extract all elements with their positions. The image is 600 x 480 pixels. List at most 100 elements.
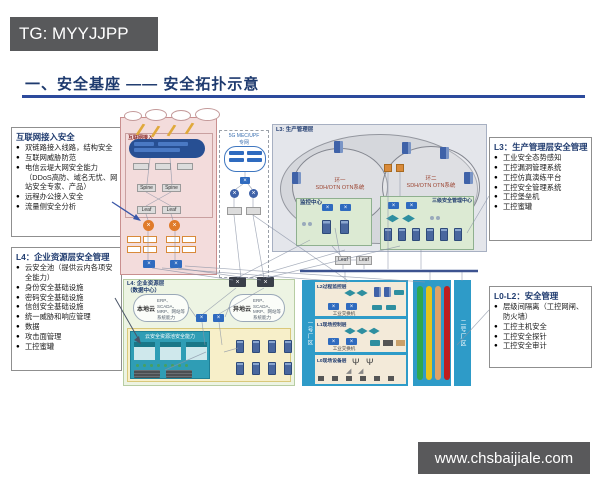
- switch-icon: ×: [322, 204, 333, 211]
- server-icon: [340, 220, 349, 234]
- bullet-text: 密码安全基础设施: [25, 292, 84, 302]
- plant1-label: 一号厂区: [304, 282, 315, 384]
- switch-icon: ×: [213, 314, 224, 322]
- ring1-name: 环一: [334, 178, 346, 184]
- server-icon: [398, 228, 406, 241]
- bullet-item: ●工控蜜罐: [16, 342, 118, 352]
- band-l1-label: L1现场控制层: [317, 323, 347, 328]
- panel-l4-bullets: ●云安全池（提供云内各项安全能力）●身份安全基础设施●密码安全基础设施●信创安全…: [16, 263, 118, 352]
- bullet-item: ●工控蜜罐: [494, 202, 588, 212]
- upf-device-icon: [246, 207, 261, 215]
- server-icon: [268, 340, 276, 353]
- access-device-icon: [166, 236, 180, 243]
- bullet-text: 数据: [25, 322, 40, 332]
- panel-l4: L4：企业资源层安全管理 ●云安全池（提供云内各项安全能力）●身份安全基础设施●…: [11, 247, 122, 371]
- bullet-dot-icon: ●: [494, 183, 498, 191]
- bullet-dot-icon: ●: [494, 342, 498, 350]
- field-device-icon: [374, 376, 380, 381]
- watermark-url: www.chsbaijiale.com: [418, 442, 590, 474]
- band-l2-label: L2过程监控层: [317, 285, 347, 290]
- plant2-box: 二号厂区: [454, 280, 471, 386]
- industrial-switch-label: 工业交换机: [332, 346, 356, 351]
- cloud-bar-icon: [247, 158, 262, 162]
- monitor-center-label: 监控中心: [300, 200, 323, 206]
- cloud-security-pool-title: 云安全资源池安全能力: [144, 334, 195, 340]
- bullet-text: 层级间隔离（工控网闸、防火墙）: [503, 302, 584, 321]
- status-dot-icon: [302, 222, 306, 226]
- bullet-item: ●工控安全管理系统: [494, 183, 588, 193]
- switch-icon: ×: [196, 314, 207, 322]
- red-bar: [444, 286, 450, 380]
- zone-enterprise-label: L4: 企业资源层 （数据中心）: [127, 281, 164, 295]
- pool-dot-icon: [185, 364, 188, 367]
- pool-dot-icon: [164, 364, 167, 367]
- pool-dot-icon: [157, 364, 160, 367]
- bullet-item: ●层级间隔离（工控网闸、防火墙）: [494, 302, 588, 322]
- edge-device-icon: [155, 163, 171, 170]
- rack-icon: [166, 370, 192, 378]
- bullet-text: 流量侧安全分析: [25, 202, 77, 212]
- watermark-tag-text: TG: MYYJJPP: [19, 24, 129, 43]
- bullet-item: ●信创安全基础设施: [16, 302, 118, 312]
- page-title: 一、安全基座 —— 安全拓扑示意: [25, 76, 260, 93]
- watermark-url-text: www.chsbaijiale.com: [434, 449, 574, 467]
- field-device-icon: [318, 376, 324, 381]
- panel-l0l2-title: L0-L2：安全管理: [494, 291, 559, 301]
- spine-switch: Spine: [137, 184, 156, 192]
- bullet-dot-icon: ●: [16, 264, 20, 272]
- industrial-switch-label: 工业交换机: [332, 311, 356, 316]
- bullet-dot-icon: ●: [16, 293, 20, 301]
- bullet-dot-icon: ●: [16, 163, 20, 171]
- tan-bar: [435, 286, 441, 380]
- ring-junction-icon: [384, 164, 392, 172]
- bullet-item: ●互联网威胁防范: [16, 153, 118, 163]
- bullet-dot-icon: ●: [494, 203, 498, 211]
- industrial-switch-icon: ×: [346, 338, 357, 345]
- bullet-item: ●身份安全基础设施: [16, 283, 118, 293]
- bullet-dot-icon: ●: [16, 342, 20, 350]
- bullet-text: 云安全池（提供云内各项安全能力）: [25, 263, 113, 282]
- bullet-item: ●工控漏洞管理系统: [494, 163, 588, 173]
- bullet-text: 信创安全基础设施: [25, 302, 84, 312]
- field-device-icon: [360, 376, 366, 381]
- band-divider: [315, 316, 406, 319]
- switch-icon: ×: [406, 202, 417, 209]
- server-icon: [284, 340, 292, 353]
- bullet-text: 工控漏洞管理系统: [503, 162, 562, 172]
- panel-internet-access: 互联网接入安全 ●双链路接入线路，结构安全●互联网威胁防范●电信云堤大网安全能力…: [11, 127, 122, 237]
- field-device-icon: [332, 376, 338, 381]
- cloud-bar-icon: [134, 142, 154, 146]
- leaf-switch: Leaf: [356, 256, 372, 265]
- server-icon: [384, 228, 392, 241]
- bullet-item: ●工业安全态势感知: [494, 153, 588, 163]
- plc-device-icon: [396, 340, 405, 346]
- pool-dot-icon: [171, 364, 174, 367]
- bullet-dot-icon: ●: [16, 193, 20, 201]
- bullet-text: 统一威胁和响应管理: [25, 312, 91, 322]
- ring-node-icon: [464, 172, 473, 184]
- local-cloud-label: 本地云: [137, 307, 156, 313]
- bullet-item: ● 电信云堤大网安全能力（DDoS高防、域名无忧、网站安全专家、产品）: [16, 163, 118, 193]
- rack-icon: [134, 370, 160, 378]
- remote-cloud-label: 异地云: [233, 307, 252, 313]
- router-icon: ×: [169, 220, 180, 231]
- server-icon: [236, 362, 244, 375]
- band-l0-label: L0现场设备层: [317, 359, 347, 364]
- bullet-text: 工控安全探针: [503, 331, 547, 341]
- edge-device-icon: [177, 163, 193, 170]
- industrial-switch-icon: ×: [328, 303, 339, 310]
- bullet-dot-icon: ●: [494, 193, 498, 201]
- ring-node-icon: [440, 147, 449, 159]
- bullet-item: ●攻击面管理: [16, 332, 118, 342]
- bullet-text: 工控堡垒机: [503, 192, 540, 202]
- device-chip-icon: [386, 305, 396, 310]
- bullet-dot-icon: ●: [494, 154, 498, 162]
- server-icon: [426, 228, 434, 241]
- zone-production-label: L3: 生产管理层: [276, 127, 314, 133]
- bullet-dot-icon: ●: [16, 203, 20, 211]
- cloud-bar-icon: [158, 142, 188, 146]
- ring-node-icon: [292, 172, 301, 184]
- panel-l3: L3：生产管理层安全管理 ●工业安全态势感知●工控漏洞管理系统●工控仿真演练平台…: [489, 137, 592, 241]
- bullet-text: 电信云堤大网安全能力（DDoS高防、域名无忧、网站安全专家、产品）: [25, 162, 118, 192]
- device-chip-icon: [394, 290, 404, 295]
